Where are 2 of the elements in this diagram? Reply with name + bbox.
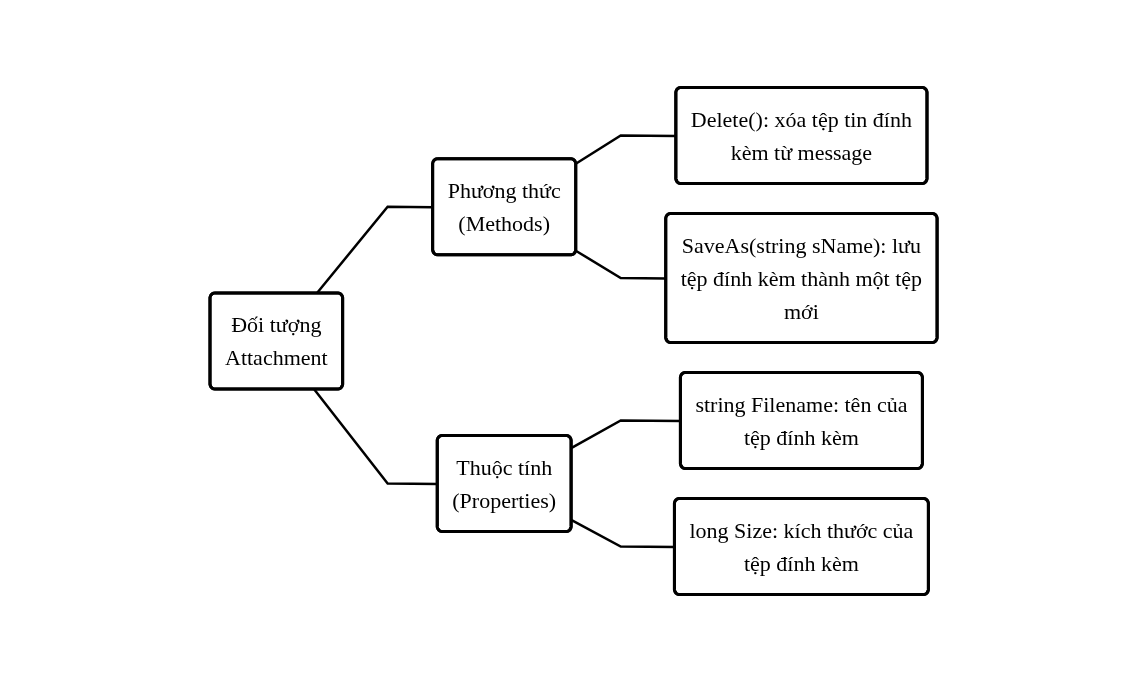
connector (575, 134, 677, 165)
connector (576, 249, 667, 280)
